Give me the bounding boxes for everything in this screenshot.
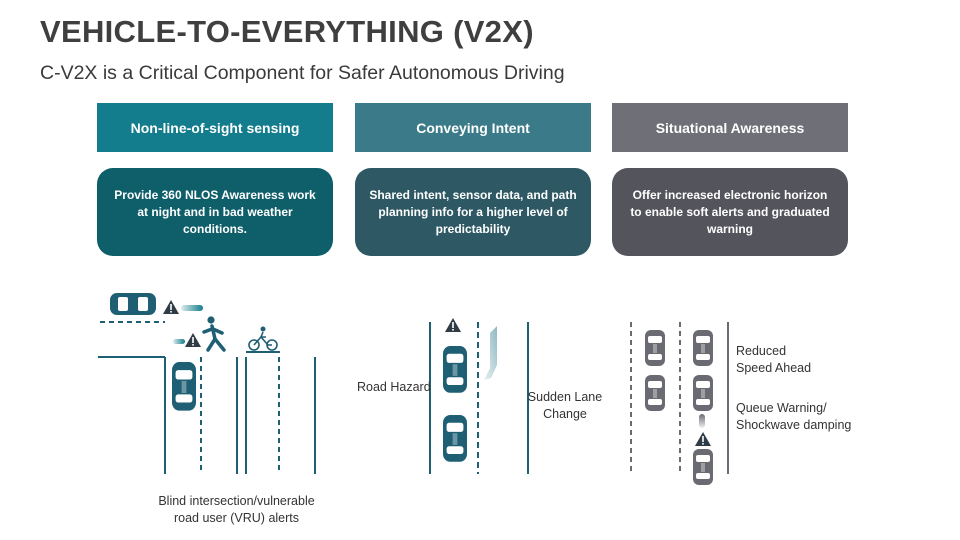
blind-intersection-label-line1: Blind intersection/vulnerable xyxy=(158,494,315,508)
bicycle-icon xyxy=(248,326,278,351)
slow-car-icon xyxy=(645,330,665,366)
following-car-icon xyxy=(442,414,467,462)
queue-warning-label-line2: Shockwave damping xyxy=(736,418,852,432)
reduced-speed-label-line2: Speed Ahead xyxy=(736,361,812,375)
slow-car-icon xyxy=(693,330,713,366)
blind-intersection-label-line2: road user (VRU) alerts xyxy=(173,511,300,525)
pedestrian-icon xyxy=(202,316,226,352)
sudden-lane-label-line1: Sudden Lane xyxy=(527,390,603,404)
reduced-speed-label-line1: Reduced xyxy=(736,344,787,358)
queue-warning-label-line1: Queue Warning/ xyxy=(736,401,827,415)
road-hazard-warning-icon xyxy=(445,318,461,332)
warning-icon xyxy=(185,333,201,347)
slow-car-icon xyxy=(645,375,665,411)
page-title: VEHICLE-TO-EVERYTHING (V2X) xyxy=(40,14,534,49)
sudden-lane-change-label: Sudden Lane Change xyxy=(526,389,604,423)
approaching-car-icon xyxy=(693,449,713,485)
header-nlos-sensing: Non-line-of-sight sensing xyxy=(97,103,333,152)
reduced-speed-label: Reduced Speed Ahead xyxy=(736,343,811,377)
approaching-car-icon xyxy=(172,362,196,411)
sudden-lane-label-line2: Change xyxy=(543,407,587,421)
road-hazard-label: Road Hazard xyxy=(357,380,431,394)
header-conveying-intent: Conveying Intent xyxy=(355,103,591,152)
desc-conveying-intent: Shared intent, sensor data, and path pla… xyxy=(355,168,591,256)
lane-change-scene xyxy=(429,318,529,474)
queue-warning-label: Queue Warning/ Shockwave damping xyxy=(736,400,851,434)
slow-car-icon xyxy=(693,375,713,411)
page-subtitle: C-V2X is a Critical Component for Safer … xyxy=(40,62,565,84)
blind-intersection-label: Blind intersection/vulnerable road user … xyxy=(154,493,319,527)
warning-icon xyxy=(163,300,179,314)
desc-nlos-sensing: Provide 360 NLOS Awareness work at night… xyxy=(97,168,333,256)
lane-change-arrow xyxy=(484,326,497,380)
crossing-car-icon xyxy=(110,293,156,315)
queue-warning-icon xyxy=(695,432,711,446)
queue-scene xyxy=(630,322,729,485)
header-situational-awareness: Situational Awareness xyxy=(612,103,848,152)
intersection-scene xyxy=(98,293,316,474)
desc-situational-awareness: Offer increased electronic horizon to en… xyxy=(612,168,848,256)
hazard-car-icon xyxy=(442,346,467,393)
